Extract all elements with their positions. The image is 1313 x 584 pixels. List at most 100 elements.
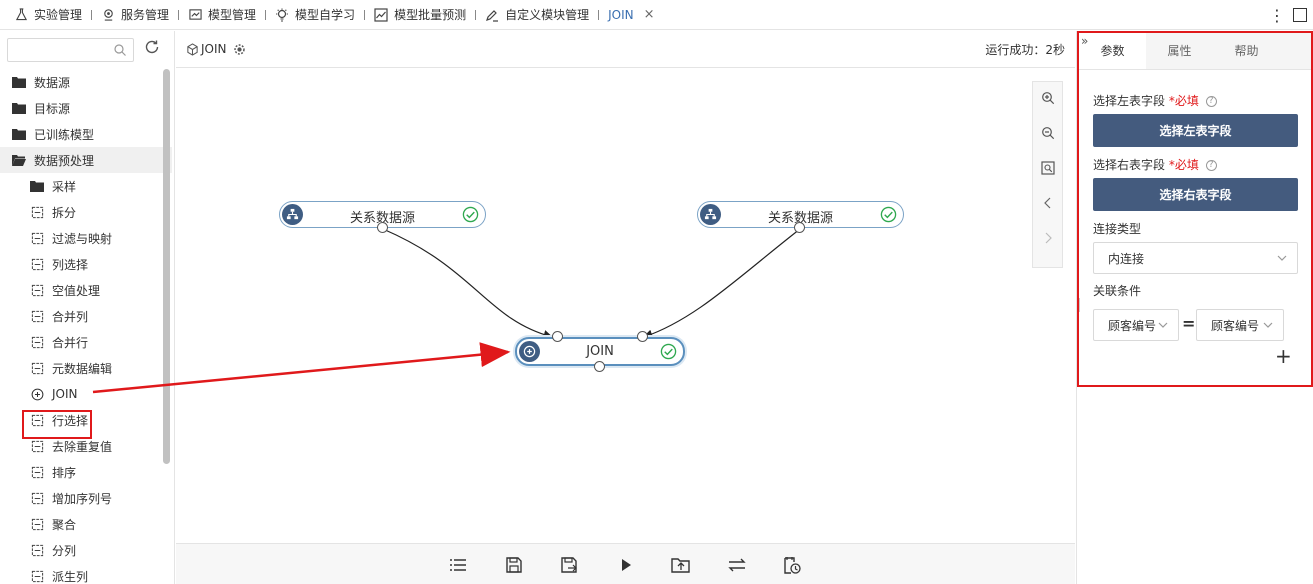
search-input[interactable] <box>8 39 108 61</box>
save-icon[interactable] <box>503 554 525 576</box>
tree-item-label: 列选择 <box>52 257 89 272</box>
tree-item-label: 派生列 <box>52 569 89 584</box>
flow-canvas[interactable]: 关系数据源 关系数据源 JOIN <box>176 69 1075 543</box>
chevron-right-icon[interactable] <box>1038 228 1058 248</box>
tree-item[interactable]: 行选择 <box>0 407 172 433</box>
tree-item[interactable]: 空值处理 <box>0 277 172 303</box>
component-tree: 数据源目标源已训练模型数据预处理采样拆分过滤与映射列选择空值处理合并列合并行元数… <box>0 69 172 584</box>
node-label: 关系数据源 <box>767 211 833 226</box>
right-field-label-text: 选择右表字段 <box>1093 158 1166 172</box>
zoom-out-icon[interactable] <box>1038 123 1058 143</box>
zoom-in-icon[interactable] <box>1038 88 1058 108</box>
refresh-icon[interactable] <box>143 38 161 56</box>
maximize-icon[interactable] <box>1293 8 1307 22</box>
folder-icon <box>30 179 44 193</box>
join-type-select[interactable]: 内连接 <box>1093 242 1298 274</box>
settings-icon[interactable] <box>233 43 246 56</box>
join-input-port-right[interactable] <box>637 331 648 342</box>
tree-item[interactable]: 拆分 <box>0 199 172 225</box>
tab-model-batch-prediction[interactable]: 模型批量预测 <box>374 0 466 30</box>
tab-label: 模型自学习 <box>295 8 356 22</box>
tree-item[interactable]: 数据预处理 <box>0 147 172 173</box>
tree-item[interactable]: 去除重复值 <box>0 433 172 459</box>
tab-params[interactable]: 参数 <box>1079 33 1146 69</box>
help-icon[interactable]: ? <box>1205 96 1217 107</box>
split-column-icon <box>30 543 44 557</box>
help-icon[interactable]: ? <box>1205 160 1217 171</box>
panel-highlight-box <box>1077 31 1313 387</box>
select-right-fields-button[interactable]: 选择右表字段 <box>1093 178 1298 211</box>
tree-item[interactable]: 目标源 <box>0 95 172 121</box>
tab-model-self-learning[interactable]: 模型自学习 <box>275 0 355 30</box>
tab-join[interactable]: JOIN × <box>608 0 654 30</box>
tab-separator <box>364 9 366 20</box>
panel-tabs: 参数 属性 帮助 <box>1079 33 1311 70</box>
split-icon <box>30 205 44 219</box>
swap-icon[interactable] <box>726 554 748 576</box>
node-right-output-port[interactable] <box>794 222 805 233</box>
join-input-port-left[interactable] <box>552 331 563 342</box>
search-icon[interactable] <box>113 43 127 57</box>
success-check-icon <box>880 206 897 223</box>
node-left-output-port[interactable] <box>377 222 388 233</box>
tree-item[interactable]: 聚合 <box>0 511 172 537</box>
required-mark: *必填 <box>1168 158 1199 172</box>
tab-custom-module-management[interactable]: 自定义模块管理 <box>485 0 589 30</box>
service-icon <box>101 8 115 22</box>
tree-item-label: 数据预处理 <box>34 153 95 168</box>
merge-columns-icon <box>30 309 44 323</box>
chart-icon <box>188 8 202 22</box>
tree-item-label: 行选择 <box>52 413 89 428</box>
save-as-icon[interactable] <box>558 554 580 576</box>
search-box <box>7 38 134 62</box>
tree-item[interactable]: 采样 <box>0 173 172 199</box>
tree-item[interactable]: 过滤与映射 <box>0 225 172 251</box>
tab-model-management[interactable]: 模型管理 <box>188 0 256 30</box>
tab-separator <box>265 9 267 20</box>
bottom-toolbar <box>176 543 1075 584</box>
more-vertical-icon[interactable]: ⋮ <box>1269 5 1285 25</box>
tab-experiment-management[interactable]: 实验管理 <box>14 0 82 30</box>
folder-icon <box>12 127 26 141</box>
close-icon[interactable]: × <box>643 7 655 22</box>
condition-right-select[interactable]: 顾客编号 <box>1196 309 1284 341</box>
tree-item-label: 空值处理 <box>52 283 101 298</box>
condition-left-value: 顾客编号 <box>1108 318 1157 333</box>
folder-icon <box>12 75 26 89</box>
panel-resize-handle[interactable] <box>1079 298 1080 312</box>
tab-service-management[interactable]: 服务管理 <box>101 0 169 30</box>
tree-item[interactable]: 排序 <box>0 459 172 485</box>
tree-item[interactable]: 合并行 <box>0 329 172 355</box>
folder-upload-icon[interactable] <box>670 554 692 576</box>
tree-item[interactable]: 合并列 <box>0 303 172 329</box>
add-condition-button[interactable]: + <box>1275 344 1292 368</box>
condition-left-select[interactable]: 顾客编号 <box>1093 309 1179 341</box>
tab-properties[interactable]: 属性 <box>1167 44 1192 58</box>
run-icon[interactable] <box>615 554 637 576</box>
edge-right-to-join <box>642 228 801 339</box>
tree-item[interactable]: 增加序列号 <box>0 485 172 511</box>
tree-item[interactable]: 元数据编辑 <box>0 355 172 381</box>
tree-item[interactable]: 分列 <box>0 537 172 563</box>
database-icon <box>30 361 44 375</box>
tree-item[interactable]: 派生列 <box>0 563 172 584</box>
sort-icon <box>30 465 44 479</box>
schedule-icon[interactable] <box>781 554 803 576</box>
sidebar-scrollbar[interactable] <box>163 69 170 464</box>
tree-item-label: 采样 <box>52 179 77 194</box>
tree-item[interactable]: 数据源 <box>0 69 172 95</box>
chevron-left-icon[interactable] <box>1038 193 1058 213</box>
tab-label: 模型管理 <box>208 8 257 22</box>
tree-item-label: 已训练模型 <box>34 127 95 142</box>
collapse-panel-icon[interactable]: » <box>1081 34 1089 48</box>
select-left-fields-button[interactable]: 选择左表字段 <box>1093 114 1298 147</box>
tab-separator <box>598 9 600 20</box>
list-icon[interactable] <box>447 554 469 576</box>
success-check-icon <box>462 206 479 223</box>
tree-item[interactable]: 已训练模型 <box>0 121 172 147</box>
tree-item[interactable]: JOIN <box>0 381 172 407</box>
join-output-port[interactable] <box>594 361 605 372</box>
tab-help[interactable]: 帮助 <box>1234 44 1259 58</box>
tree-item[interactable]: 列选择 <box>0 251 172 277</box>
fit-view-icon[interactable] <box>1038 158 1058 178</box>
